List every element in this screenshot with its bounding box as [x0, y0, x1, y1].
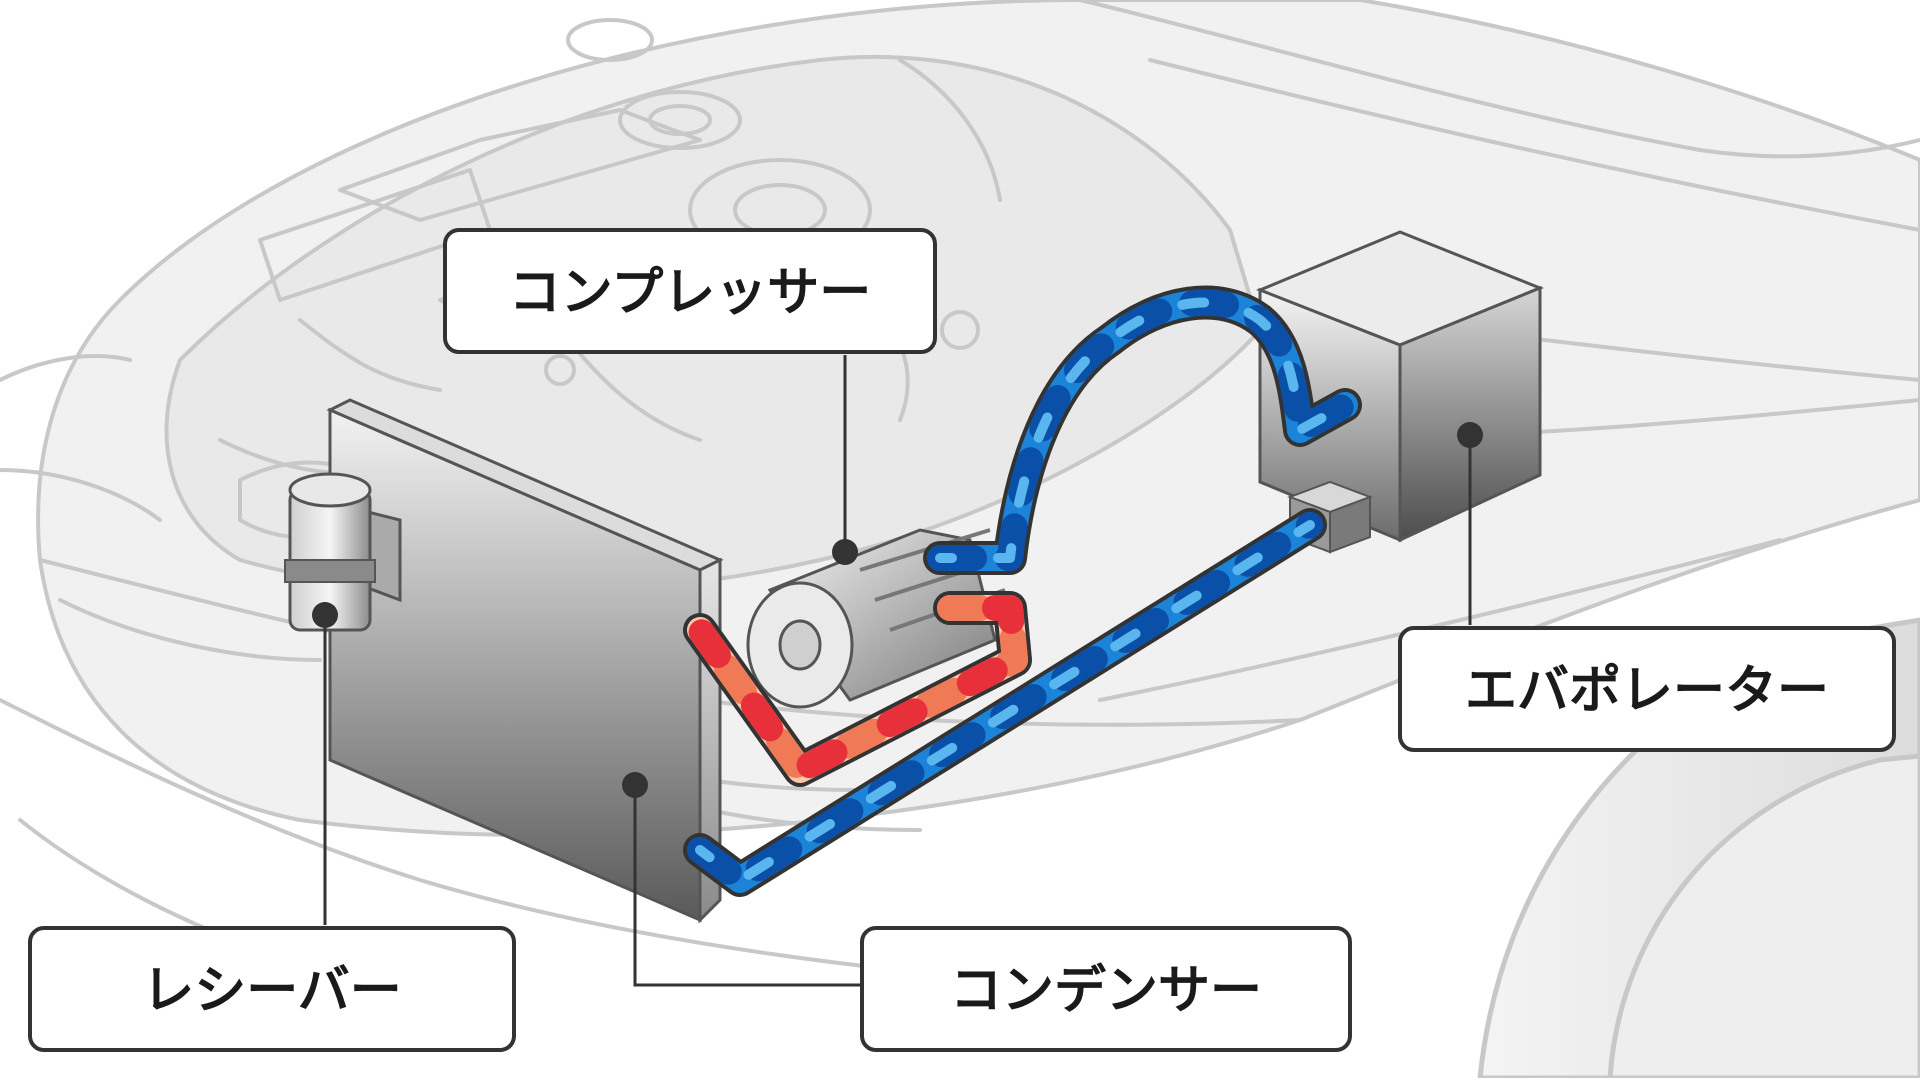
- liquid-line: [683, 508, 1327, 897]
- label-condenser: コンデンサー: [860, 926, 1352, 1052]
- discharge-line: [683, 591, 1032, 787]
- suction-line: [923, 285, 1362, 575]
- compressor-dot: [832, 539, 858, 565]
- evaporator-dot: [1457, 422, 1483, 448]
- evaporator-label: エバポレーター: [1465, 661, 1829, 721]
- label-receiver: レシーバー: [28, 926, 516, 1052]
- label-compressor: コンプレッサー: [443, 228, 937, 354]
- label-evaporator: エバポレーター: [1398, 626, 1896, 752]
- receiver-label: レシーバー: [142, 961, 401, 1021]
- evaporator-unit: [1255, 230, 1545, 554]
- condenser-dot: [622, 772, 648, 798]
- condenser-label: コンデンサー: [950, 961, 1262, 1021]
- receiver-dot: [312, 602, 338, 628]
- compressor-label: コンプレッサー: [509, 263, 871, 323]
- leader-dots: [312, 422, 1483, 798]
- receiver-unit: [284, 472, 402, 632]
- leader-lines: [323, 355, 1472, 987]
